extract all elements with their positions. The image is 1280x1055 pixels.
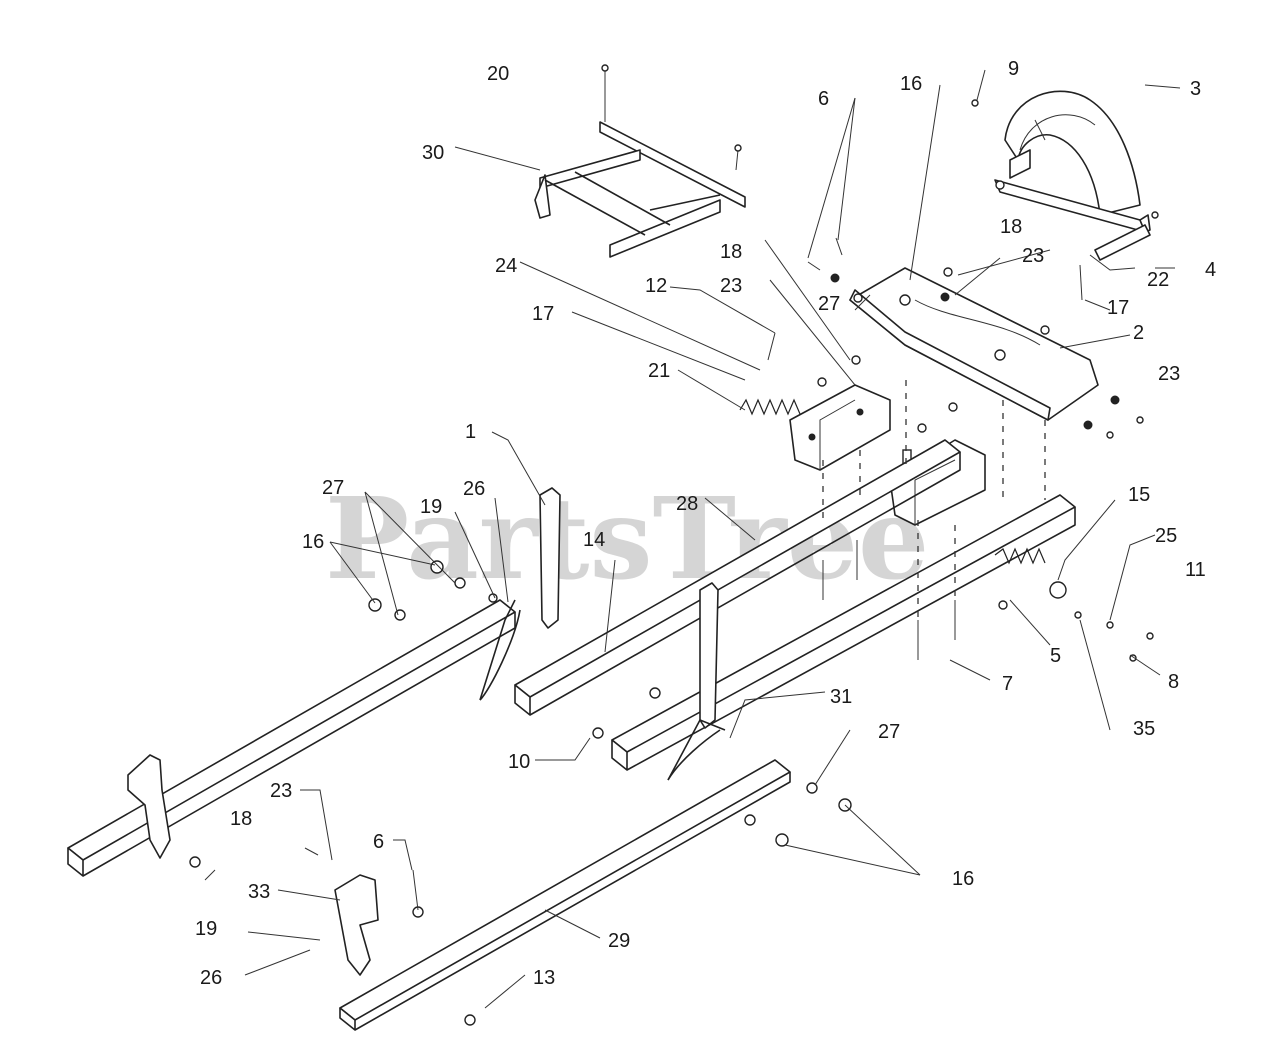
callout-16: 16 bbox=[302, 531, 324, 553]
callout-1: 1 bbox=[465, 421, 476, 443]
callout-24: 24 bbox=[495, 255, 517, 277]
callout-17: 17 bbox=[532, 303, 554, 325]
hardware-items bbox=[189, 99, 1159, 1026]
callout-31: 31 bbox=[830, 686, 852, 708]
watermark-text: PartsTree bbox=[325, 474, 929, 605]
part-lift-links bbox=[479, 487, 726, 781]
callout-26: 26 bbox=[463, 478, 485, 500]
part-front-rail bbox=[334, 759, 791, 1031]
callout-17: 17 bbox=[1107, 297, 1129, 319]
callout-23: 23 bbox=[1158, 363, 1180, 385]
callout-6: 6 bbox=[818, 88, 829, 110]
leader-lines bbox=[244, 69, 1181, 1009]
callout-3: 3 bbox=[1190, 78, 1201, 100]
callout-20: 20 bbox=[487, 63, 509, 85]
part-fender-plate bbox=[994, 90, 1151, 261]
callout-21: 21 bbox=[648, 360, 670, 382]
callout-23: 23 bbox=[270, 780, 292, 802]
callout-15: 15 bbox=[1128, 484, 1150, 506]
callout-14: 14 bbox=[583, 529, 605, 551]
callout-2: 2 bbox=[1133, 322, 1144, 344]
callout-9: 9 bbox=[1008, 58, 1019, 80]
callout-18: 18 bbox=[230, 808, 252, 830]
callout-23: 23 bbox=[1022, 245, 1044, 267]
callout-7: 7 bbox=[1002, 673, 1013, 695]
callout-4: 4 bbox=[1205, 259, 1216, 281]
callout-30: 30 bbox=[422, 142, 444, 164]
part-left-rail bbox=[67, 599, 516, 877]
callout-22: 22 bbox=[1147, 269, 1169, 291]
callout-10: 10 bbox=[508, 751, 530, 773]
watermark: PartsTree TM bbox=[325, 474, 945, 605]
callout-19: 19 bbox=[195, 918, 217, 940]
part-crossbar-14 bbox=[611, 494, 1076, 771]
callout-16: 16 bbox=[952, 868, 974, 890]
part-crossbar-28 bbox=[514, 439, 961, 716]
callout-35: 35 bbox=[1133, 718, 1155, 740]
callout-5: 5 bbox=[1050, 645, 1061, 667]
callout-25: 25 bbox=[1155, 525, 1177, 547]
callout-18: 18 bbox=[720, 241, 742, 263]
callout-18: 18 bbox=[1000, 216, 1022, 238]
callout-27: 27 bbox=[878, 721, 900, 743]
callout-29: 29 bbox=[608, 930, 630, 952]
callout-13: 13 bbox=[533, 967, 555, 989]
callout-23: 23 bbox=[720, 275, 742, 297]
callout-19: 19 bbox=[420, 496, 442, 518]
callout-6: 6 bbox=[373, 831, 384, 853]
part-vertical-bolts bbox=[822, 380, 1046, 660]
callout-28: 28 bbox=[676, 493, 698, 515]
callout-16: 16 bbox=[900, 73, 922, 95]
part-lift-bracket bbox=[534, 64, 746, 258]
callout-labels: 20 30 6 16 9 3 18 23 22 4 17 18 24 12 23… bbox=[195, 58, 1216, 989]
part-main-plate bbox=[849, 267, 1099, 421]
callout-27: 27 bbox=[818, 293, 840, 315]
callout-11: 11 bbox=[1185, 559, 1206, 581]
callout-33: 33 bbox=[248, 881, 270, 903]
callout-27: 27 bbox=[322, 477, 344, 499]
callout-8: 8 bbox=[1168, 671, 1179, 693]
callout-12: 12 bbox=[645, 275, 667, 297]
part-spring-assembly bbox=[739, 384, 891, 471]
callout-26: 26 bbox=[200, 967, 222, 989]
